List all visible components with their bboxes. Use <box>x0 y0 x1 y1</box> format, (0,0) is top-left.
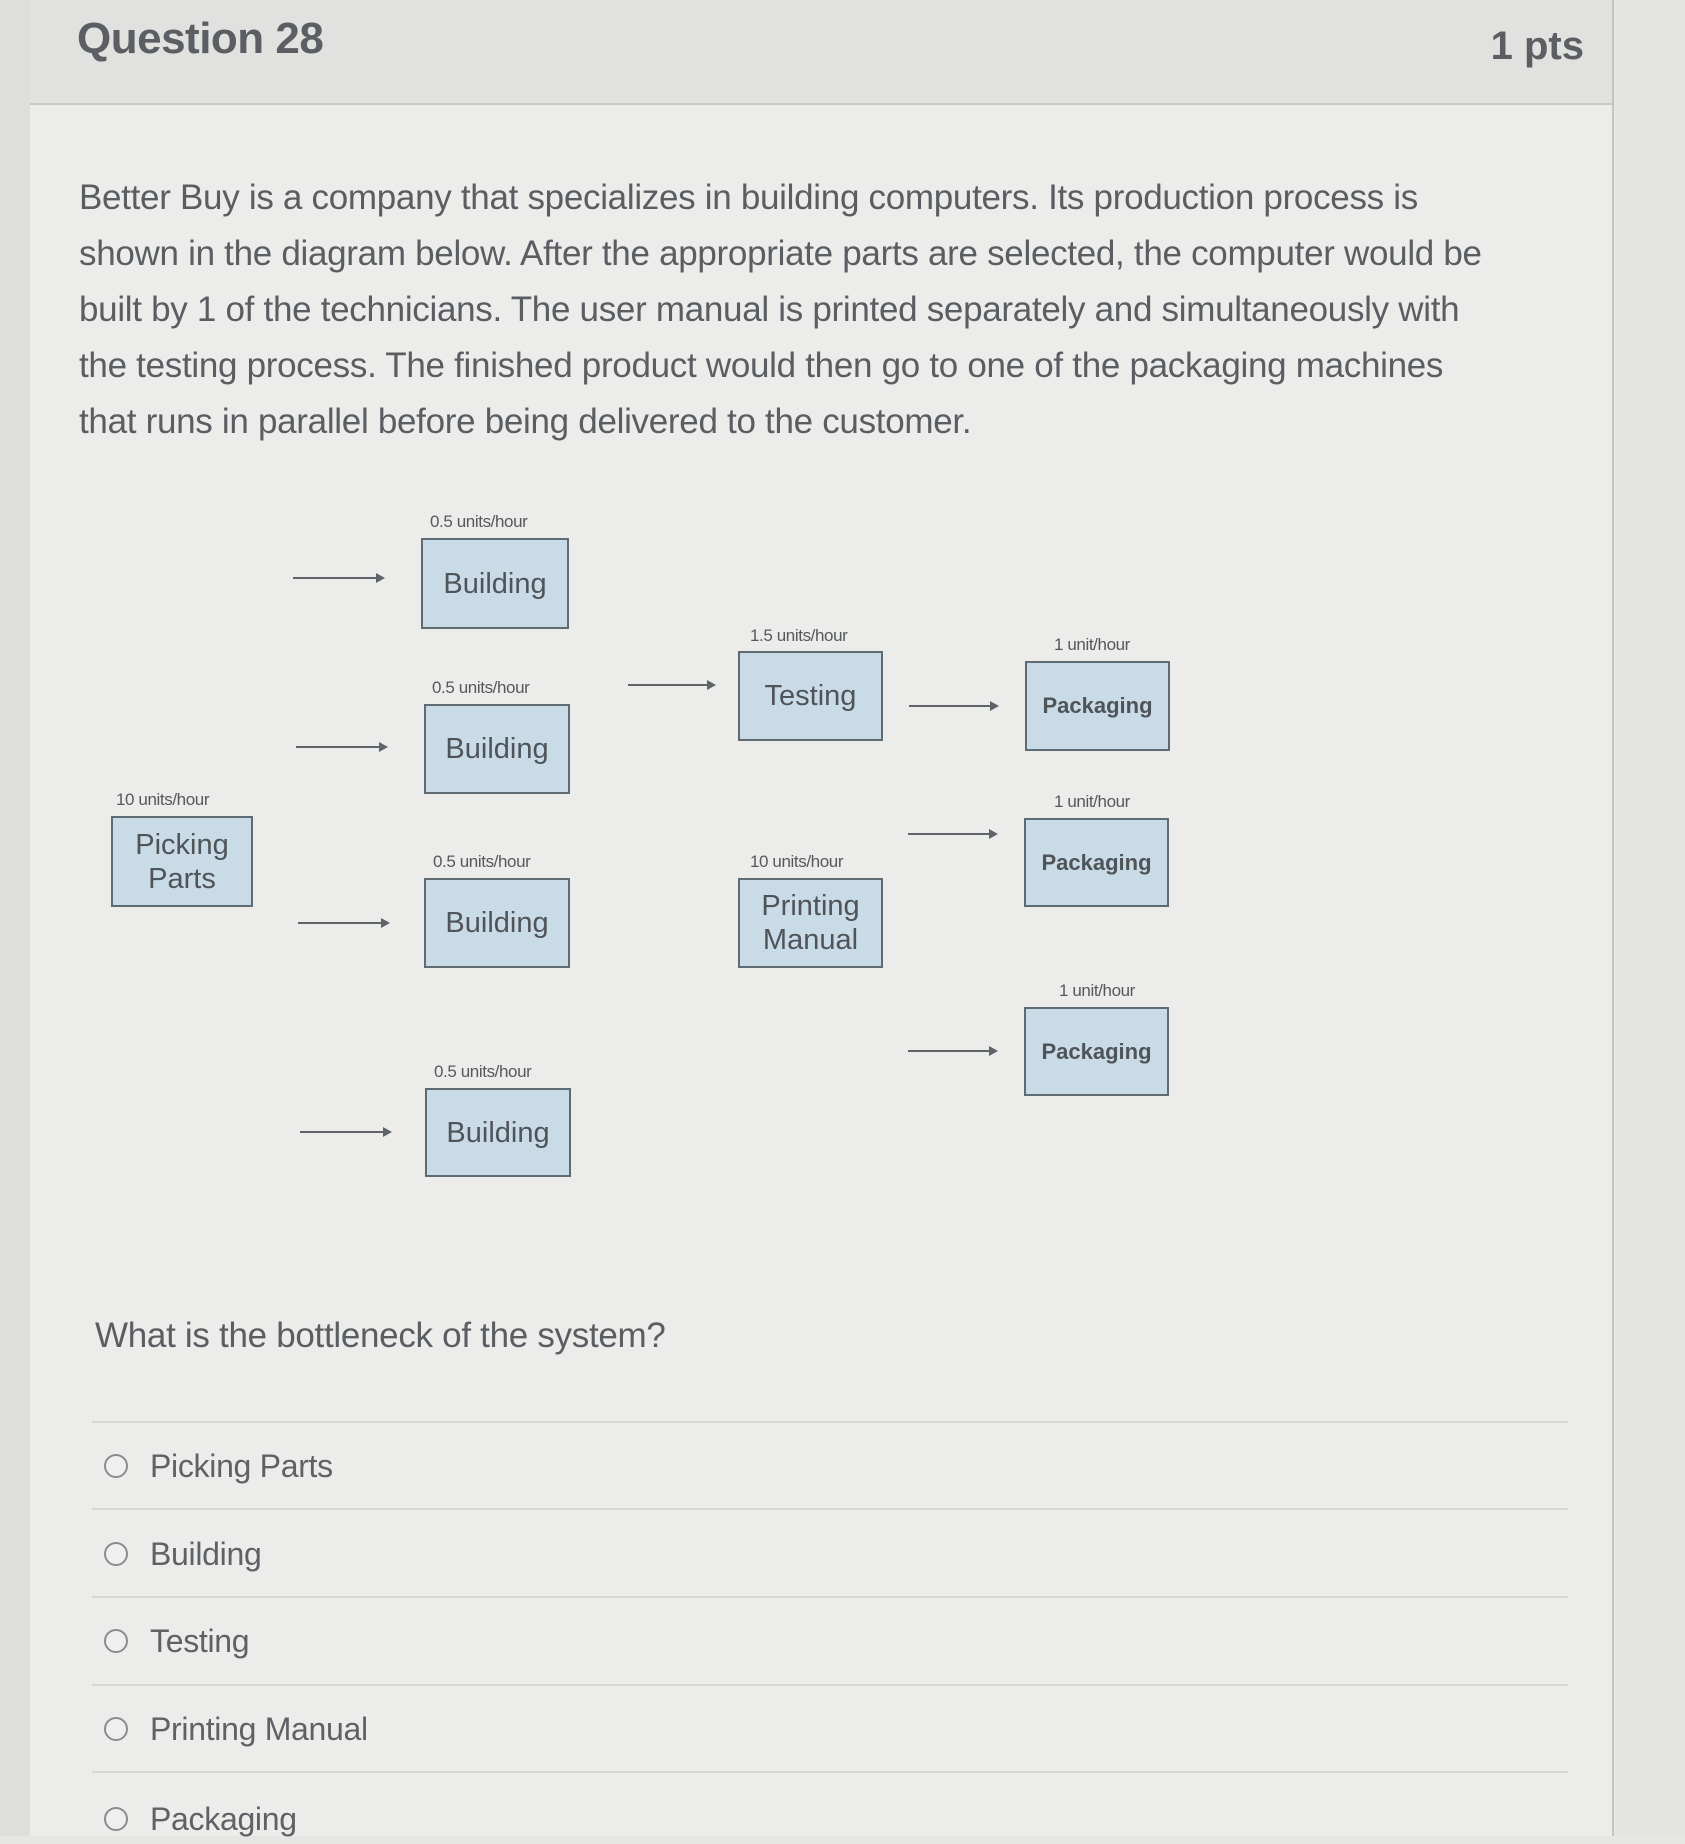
answer-option-testing[interactable]: Testing <box>104 1616 250 1666</box>
picking-parts-box: Picking Parts <box>111 816 253 907</box>
packaging-1-label: Packaging <box>1042 693 1153 718</box>
building-4-label: Building <box>446 1116 550 1149</box>
radio-button-icon[interactable] <box>104 1542 128 1566</box>
picking-parts-label-1: Picking <box>135 828 229 861</box>
answer-label[interactable]: Picking Parts <box>150 1447 333 1484</box>
testing-label: Testing <box>764 680 857 712</box>
building-2-label: Building <box>445 733 549 765</box>
answer-divider <box>92 1596 1568 1598</box>
answer-divider <box>92 1771 1568 1773</box>
packaging-3-box: Packaging <box>1024 1007 1169 1096</box>
question-points: 1 pts <box>1490 24 1584 68</box>
answer-option-building[interactable]: Building <box>104 1529 262 1579</box>
prompt-line: the testing process. The finished produc… <box>79 346 1444 385</box>
prompt-line: built by 1 of the technicians. The user … <box>79 290 1460 329</box>
answer-option-picking-parts[interactable]: Picking Parts <box>104 1441 333 1491</box>
right-gutter <box>1616 0 1685 1836</box>
question-prompt: Better Buy is a company that specializes… <box>79 170 1599 450</box>
answer-option-packaging[interactable]: Packaging <box>104 1794 297 1844</box>
prompt-line: that runs in parallel before being deliv… <box>79 402 972 441</box>
question-text: What is the bottleneck of the system? <box>95 1316 666 1355</box>
answer-divider <box>92 1421 1568 1423</box>
building-1-label: Building <box>443 567 547 600</box>
answer-divider <box>92 1508 1568 1510</box>
printing-manual-label-1: Printing <box>761 890 860 922</box>
radio-button-icon[interactable] <box>104 1629 128 1653</box>
question-title: Question 28 <box>77 14 324 63</box>
packaging-3-label: Packaging <box>1041 1038 1152 1064</box>
building-3-label: Building <box>445 907 549 939</box>
printing-manual-label-2: Manual <box>762 924 859 956</box>
printing-manual-box: Printing Manual <box>738 878 883 968</box>
testing-box: Testing <box>738 651 883 741</box>
building-3-box: Building <box>424 878 570 968</box>
radio-button-icon[interactable] <box>104 1454 128 1478</box>
answer-divider <box>92 1684 1568 1686</box>
prompt-line: shown in the diagram below. After the ap… <box>79 234 1482 273</box>
picking-parts-label-2: Parts <box>148 862 216 895</box>
building-2-box: Building <box>424 704 570 794</box>
answer-label[interactable]: Building <box>150 1535 262 1572</box>
question-header: Question 28 1 pts <box>30 0 1612 105</box>
prompt-line: Better Buy is a company that specializes… <box>79 178 1418 217</box>
left-page-edge <box>0 0 32 1836</box>
answer-label[interactable]: Printing Manual <box>150 1710 368 1747</box>
building-4-box: Building <box>425 1088 571 1177</box>
radio-button-icon[interactable] <box>104 1807 128 1831</box>
packaging-2-label: Packaging <box>1041 849 1152 875</box>
packaging-1-box: Packaging <box>1025 661 1170 751</box>
building-1-box: Building <box>421 538 569 629</box>
radio-button-icon[interactable] <box>104 1717 128 1741</box>
answer-label[interactable]: Testing <box>150 1622 250 1659</box>
answer-option-printing-manual[interactable]: Printing Manual <box>104 1704 368 1754</box>
packaging-2-box: Packaging <box>1024 818 1169 907</box>
question-card: Question 28 1 pts <box>30 0 1614 1836</box>
answer-label[interactable]: Packaging <box>150 1800 297 1837</box>
